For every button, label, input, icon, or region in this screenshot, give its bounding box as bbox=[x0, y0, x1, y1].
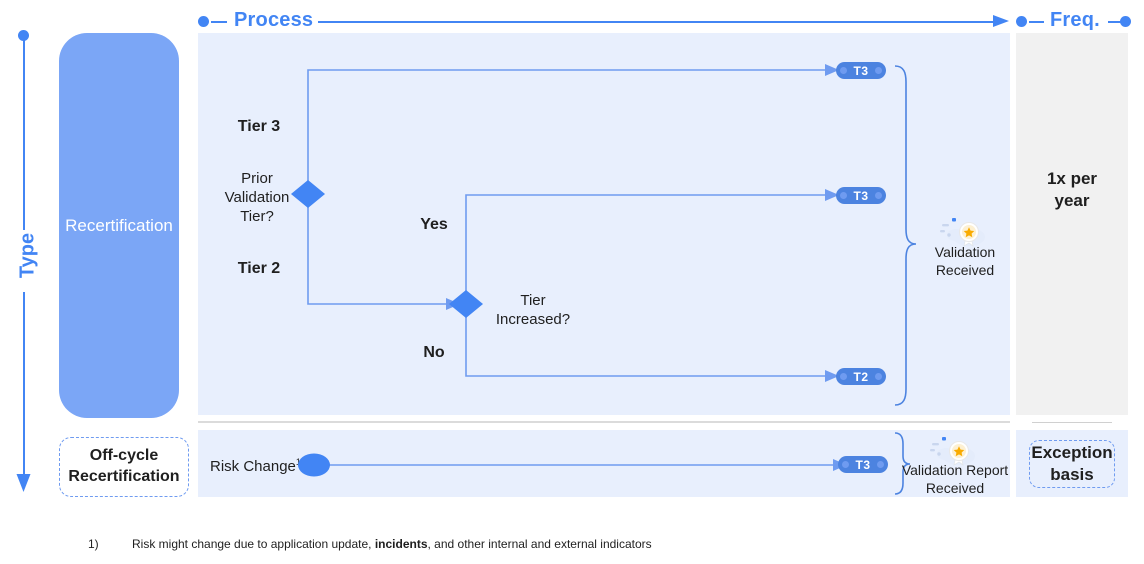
outcome-line2: Received bbox=[935, 262, 995, 279]
branch-label-yes: Yes bbox=[404, 216, 464, 234]
arrowhead-top bbox=[825, 64, 839, 76]
freq-header-line-left bbox=[1029, 20, 1044, 23]
branch-label-no: No bbox=[404, 344, 464, 362]
type-block-offcycle[interactable]: Off-cycle Recertification bbox=[59, 437, 189, 497]
tier-inc-line1: Tier bbox=[520, 292, 546, 309]
risk-change-text: Risk Change bbox=[210, 458, 296, 475]
offcycle-label-line2: Recertification bbox=[68, 468, 180, 485]
prior-line3: Tier? bbox=[240, 207, 274, 225]
footnote-marker: 1) bbox=[88, 537, 99, 551]
branch-tier2-text: Tier 2 bbox=[237, 260, 281, 277]
branch-yes-text: Yes bbox=[420, 216, 448, 233]
type-axis: Type bbox=[16, 30, 40, 500]
offcycle-flow-connectors bbox=[298, 432, 911, 495]
type-block-offcycle-label: Off-cycle Recertification bbox=[68, 446, 179, 488]
process-header-arrow-icon bbox=[993, 15, 1009, 27]
panel-divider bbox=[198, 421, 1010, 423]
freq-header-label: Freq. bbox=[1050, 9, 1100, 31]
process-header-line-right bbox=[318, 20, 996, 23]
freq-header-dot-left bbox=[1016, 16, 1027, 27]
freq-header: Freq. bbox=[1016, 9, 1136, 33]
footnote-text-after: , and other internal and external indica… bbox=[427, 537, 652, 551]
branch-label-tier2: Tier 2 bbox=[222, 260, 296, 278]
tier-badge-middle-text: T3 bbox=[853, 188, 869, 203]
tier-badge-middle[interactable]: T3 bbox=[836, 187, 886, 204]
type-axis-line-upper bbox=[22, 40, 25, 230]
tier-badge-top-text: T3 bbox=[853, 63, 869, 78]
process-header-line-left bbox=[211, 20, 227, 23]
freq-offcycle-label: Exception basis bbox=[1031, 442, 1112, 486]
footnote-text-bold: incidents bbox=[374, 537, 428, 551]
type-block-recertification-label: Recertification bbox=[65, 215, 173, 235]
freq-header-line-right bbox=[1108, 20, 1121, 23]
type-axis-line-lower bbox=[22, 292, 25, 477]
tier-badge-offcycle-text: T3 bbox=[855, 457, 871, 472]
outcome-brace bbox=[894, 65, 917, 406]
footnote-text: Risk might change due to application upd… bbox=[132, 537, 652, 551]
freq-value-recertification: 1x per year bbox=[1020, 168, 1124, 212]
freq-offcycle-line1: Exception bbox=[1031, 442, 1113, 462]
prior-line2: Validation bbox=[224, 188, 290, 206]
footnote: 1) Risk might change due to application … bbox=[88, 537, 988, 555]
process-header: Process bbox=[198, 9, 1010, 33]
tier-badge-bottom-text: T2 bbox=[853, 369, 869, 384]
node-label-tier-increased: Tier Increased? bbox=[478, 292, 588, 330]
type-axis-dot bbox=[18, 30, 29, 41]
outcome-label-validation-report-received: Validation Report Received bbox=[890, 461, 1020, 497]
freq-panel-main bbox=[1016, 33, 1128, 415]
certificate-award-icon bbox=[940, 218, 985, 247]
certificate-award-icon-offcycle bbox=[930, 437, 975, 466]
offcycle-brace bbox=[894, 432, 911, 495]
type-block-recertification[interactable]: Recertification bbox=[59, 33, 179, 418]
tier-badge-offcycle[interactable]: T3 bbox=[838, 456, 888, 473]
tier-badge-top[interactable]: T3 bbox=[836, 62, 886, 79]
freq-panel-divider bbox=[1032, 422, 1112, 423]
process-panel-main bbox=[198, 33, 1010, 415]
trigger-node-ellipse bbox=[298, 453, 330, 477]
arrowhead-middle bbox=[825, 189, 839, 201]
node-label-prior-validation-tier: Prior Validation Tier? bbox=[218, 170, 296, 226]
tier-inc-line2: Increased? bbox=[495, 310, 571, 328]
tier-badge-bottom[interactable]: T2 bbox=[836, 368, 886, 385]
freq-line2: year bbox=[1054, 191, 1090, 211]
prior-line1: Prior bbox=[241, 170, 273, 187]
freq-value-offcycle[interactable]: Exception basis bbox=[1029, 440, 1115, 488]
branch-no-text: No bbox=[423, 344, 445, 361]
decision-diamond-tier-increased bbox=[449, 290, 483, 318]
type-axis-arrow-icon bbox=[16, 474, 31, 492]
branch-label-tier3: Tier 3 bbox=[222, 118, 296, 136]
freq-line1: 1x per bbox=[1046, 169, 1098, 188]
process-header-dot-left bbox=[198, 16, 209, 27]
offcycle-label-line1: Off-cycle bbox=[89, 447, 159, 465]
freq-header-dot-right bbox=[1120, 16, 1131, 27]
branch-tier3-text: Tier 3 bbox=[237, 118, 281, 135]
trigger-label-risk-change: Risk Change1 bbox=[210, 457, 301, 477]
outcome-label-validation-received: Validation Received bbox=[900, 243, 1030, 279]
process-header-label: Process bbox=[234, 9, 314, 31]
freq-offcycle-line2: basis bbox=[1050, 465, 1094, 484]
footnote-text-before: Risk might change due to application upd… bbox=[132, 537, 375, 551]
outcome-line1: Validation bbox=[934, 244, 996, 260]
arrowhead-bottom bbox=[825, 370, 839, 382]
risk-change-superscript: 1 bbox=[295, 457, 301, 467]
offcycle-outcome-line2: Received bbox=[925, 480, 985, 497]
decision-diamond-prior-tier bbox=[291, 180, 325, 208]
offcycle-outcome-line1: Validation Report bbox=[901, 462, 1009, 478]
process-flow-connectors bbox=[291, 64, 917, 406]
type-axis-label: Type bbox=[16, 232, 39, 279]
